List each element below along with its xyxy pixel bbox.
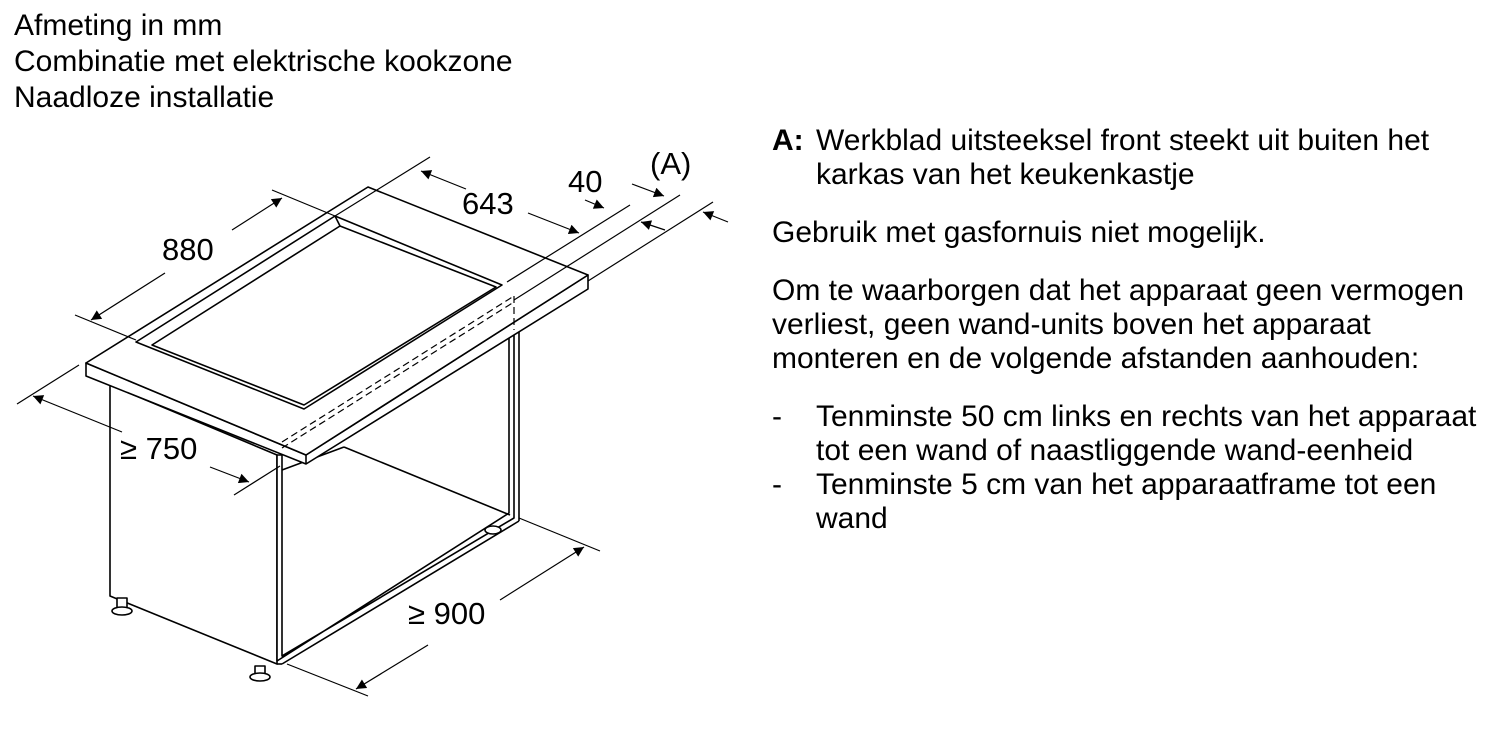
bullet-item: - Tenminste 50 cm links en rechts van he…: [772, 400, 1492, 468]
header-combination: Combinatie met elektrische kookzone: [14, 45, 513, 78]
bullet-text: Tenminste 50 cm links en rechts van het …: [816, 400, 1477, 467]
label-750: ≥ 750: [120, 431, 197, 466]
note-gas: Gebruik met gasfornuis niet mogelijk.: [772, 216, 1266, 249]
label-900: ≥ 900: [408, 596, 485, 631]
hob: [135, 215, 503, 410]
cabinet-leg: [111, 597, 133, 616]
label-880: 880: [162, 232, 214, 267]
label-40: 40: [568, 164, 602, 199]
bullet-text: Tenminste 5 cm van het apparaatframe tot…: [816, 468, 1437, 535]
header-installation: Naadloze installatie: [14, 81, 275, 114]
note-a: A: Werkblad uitsteeksel front steekt uit…: [772, 124, 1492, 192]
cabinet-leg: [249, 665, 271, 682]
note-a-label: A:: [772, 124, 804, 157]
cabinet-leg: [484, 525, 502, 535]
dimension-40: [506, 194, 681, 301]
label-a-marker: (A): [650, 146, 691, 181]
label-643: 643: [462, 186, 514, 221]
dimension-880: [74, 189, 336, 341]
dimension-750: [16, 364, 281, 496]
bullet-mark: -: [772, 400, 782, 433]
bullet-mark: -: [772, 468, 782, 501]
dimension-900: [286, 517, 601, 697]
notes: A: Werkblad uitsteeksel front steekt uit…: [772, 124, 1492, 536]
header-units: Afmeting in mm: [14, 9, 223, 42]
dimension-643: [334, 156, 580, 235]
note-a-text: Werkblad uitsteeksel front steekt uit bu…: [816, 124, 1430, 191]
bullet-item: - Tenminste 5 cm van het apparaatframe t…: [772, 468, 1492, 536]
header: Afmeting in mm Combinatie met elektrisch…: [14, 8, 513, 116]
installation-diagram: 880 643 40 (A) ≥ 750 ≥ 900: [16, 146, 729, 697]
note-intro: Om te waarborgen dat het apparaat geen v…: [772, 274, 1465, 375]
dimension-a: [587, 183, 729, 282]
